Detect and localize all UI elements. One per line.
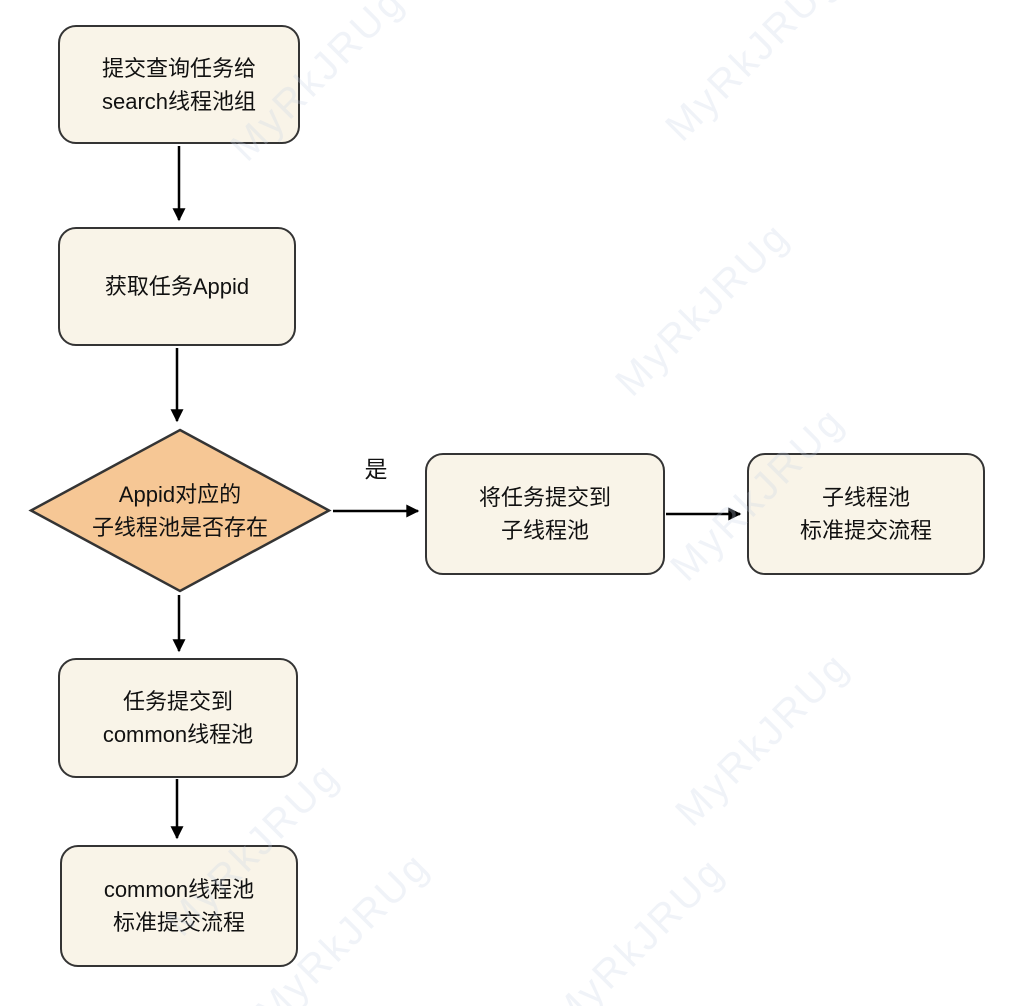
node-get-task-appid[interactable]: 获取任务Appid: [58, 227, 296, 346]
node-submit-to-common-pool[interactable]: 任务提交到 common线程池: [58, 658, 298, 778]
node-submit-to-subpool[interactable]: 将任务提交到 子线程池: [425, 453, 665, 575]
node-common-pool-standard-flow[interactable]: common线程池 标准提交流程: [60, 845, 298, 967]
node-subpool-standard-flow[interactable]: 子线程池 标准提交流程: [747, 453, 985, 575]
node-decision-subpool-exists[interactable]: Appid对应的 子线程池是否存在: [28, 427, 332, 594]
decision-label: Appid对应的 子线程池是否存在: [91, 481, 268, 540]
diamond-shape: [28, 428, 332, 593]
node-submit-query-task[interactable]: 提交查询任务给 search线程池组: [58, 25, 300, 144]
edge-label-yes: 是: [364, 456, 388, 482]
